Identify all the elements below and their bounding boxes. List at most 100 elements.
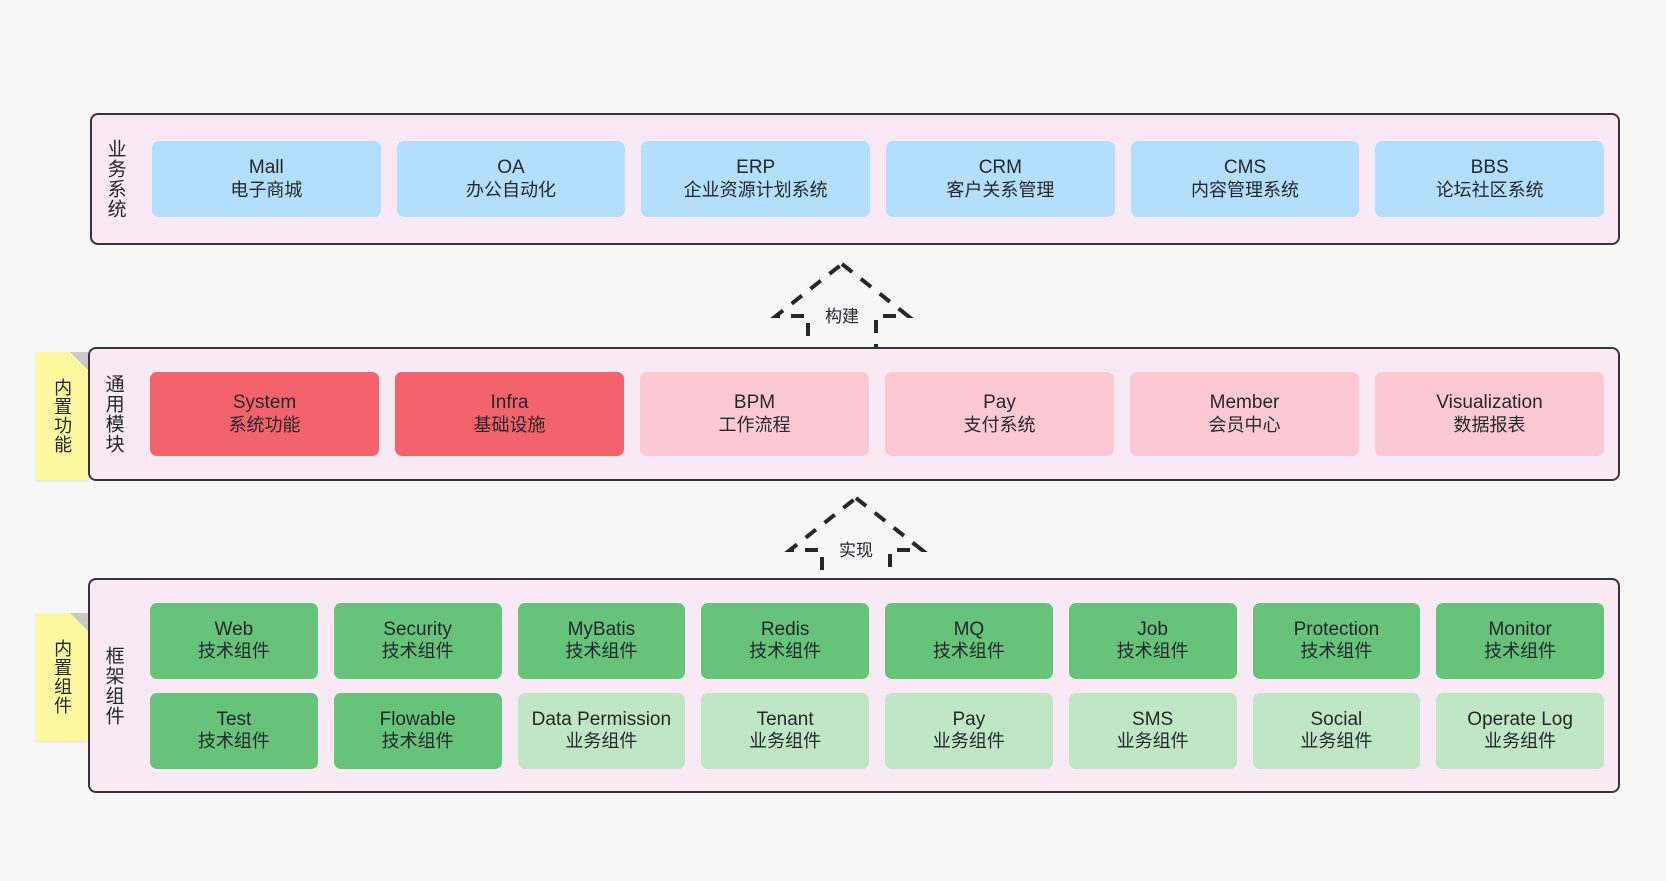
card-subtitle: 论坛社区系统: [1435, 179, 1544, 200]
card-title: Flowable: [379, 708, 456, 730]
card-subtitle: 业务组件: [932, 731, 1005, 752]
card-subtitle: 企业资源计划系统: [683, 179, 828, 200]
card-title: Test: [216, 708, 252, 730]
card-subtitle: 办公自动化: [466, 179, 556, 200]
card-subtitle: 技术组件: [1484, 641, 1557, 662]
card-title: CRM: [978, 157, 1022, 179]
card-title: Data Permission: [531, 708, 672, 730]
card-subtitle: 业务组件: [1484, 731, 1557, 752]
card-subtitle: 支付系统: [963, 414, 1036, 435]
card-title: ERP: [736, 157, 776, 179]
card-title: CMS: [1223, 157, 1267, 179]
card-subtitle: 业务组件: [1116, 731, 1189, 752]
card-title: System: [232, 392, 297, 414]
card-title: Social: [1310, 708, 1363, 730]
card-title: Operate Log: [1467, 708, 1573, 730]
note-fold-icon: [70, 352, 88, 370]
card-subtitle: 技术组件: [197, 731, 270, 752]
card-title: BBS: [1470, 157, 1509, 179]
arrow-build-label: 构建: [825, 307, 859, 326]
card-title: Infra: [490, 392, 529, 414]
card-subtitle: 技术组件: [565, 641, 638, 662]
card-title: MyBatis: [567, 618, 636, 640]
card-title: OA: [497, 157, 525, 179]
card-title: Member: [1209, 392, 1280, 414]
arrow-implement-label: 实现: [839, 541, 873, 560]
card-subtitle: 技术组件: [381, 731, 454, 752]
sticky-note-builtin-components-label: 内置组件: [52, 639, 73, 715]
card-title: Web: [214, 618, 254, 640]
card-subtitle: 客户关系管理: [946, 179, 1055, 200]
layer-title-framework: 框架组件: [102, 645, 124, 726]
arrow-build: 构建: [757, 258, 927, 358]
layer-title-business: 业务系统: [104, 139, 126, 219]
layer-title-common: 通用模块: [102, 374, 124, 454]
card-title: Protection: [1293, 618, 1380, 640]
card-subtitle: 会员中心: [1208, 414, 1281, 435]
card-title: BPM: [733, 392, 776, 414]
card-title: Mall: [248, 157, 284, 179]
sticky-note-builtin-features: 内置功能: [36, 352, 88, 480]
sticky-note-builtin-components: 内置组件: [36, 613, 88, 741]
card-title: Pay: [983, 392, 1016, 414]
note-fold-icon: [70, 613, 88, 631]
card-subtitle: 内容管理系统: [1191, 179, 1300, 200]
card-subtitle: 业务组件: [565, 731, 638, 752]
card-title: Pay: [952, 708, 986, 730]
card-subtitle: 技术组件: [197, 641, 270, 662]
card-subtitle: 技术组件: [1116, 641, 1189, 662]
card-title: MQ: [953, 618, 985, 640]
card-subtitle: 技术组件: [749, 641, 822, 662]
card-subtitle: 电子商城: [230, 179, 303, 200]
card-title: Security: [383, 618, 452, 640]
card-title: SMS: [1132, 708, 1174, 730]
card-subtitle: 技术组件: [381, 641, 454, 662]
card-subtitle: 基础设施: [473, 414, 546, 435]
card-title: Redis: [760, 618, 810, 640]
card-subtitle: 业务组件: [749, 731, 822, 752]
card-title: Job: [1137, 618, 1168, 640]
card-title: Tenant: [756, 708, 814, 730]
card-subtitle: 技术组件: [1300, 641, 1373, 662]
card-subtitle: 数据报表: [1453, 414, 1526, 435]
card-subtitle: 技术组件: [932, 641, 1005, 662]
card-subtitle: 业务组件: [1300, 731, 1373, 752]
